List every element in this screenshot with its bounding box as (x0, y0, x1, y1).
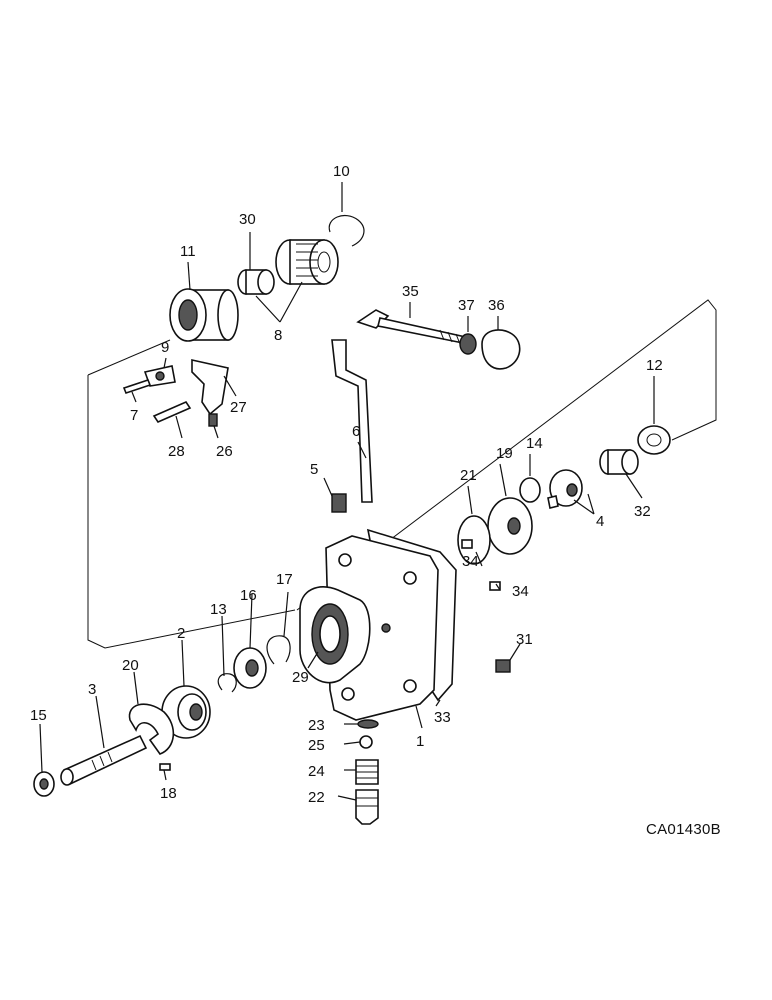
callout-23: 23 (308, 717, 325, 734)
callout-33: 33 (434, 709, 451, 726)
callout-2: 2 (177, 625, 185, 642)
callout-10: 10 (333, 163, 350, 180)
callout-28: 28 (168, 443, 185, 460)
callout-4: 4 (596, 513, 604, 530)
part-31-plug (495, 659, 511, 673)
part-16-bearing (233, 647, 267, 689)
callout-35: 35 (402, 283, 419, 300)
callout-1: 1 (416, 733, 424, 750)
part-23-ring (357, 719, 379, 729)
part-2-seal-carrier (161, 685, 211, 739)
callout-36: 36 (488, 297, 505, 314)
part-37-nut (459, 333, 477, 355)
part-14-pinion (519, 477, 541, 503)
callout-3: 3 (88, 681, 96, 698)
part-6-shift-lever (331, 339, 373, 503)
callout-13: 13 (210, 601, 227, 618)
callout-7: 7 (130, 407, 138, 424)
part-7-pin (122, 379, 152, 394)
leader-lines (39, 182, 655, 801)
callout-32: 32 (634, 503, 651, 520)
part-26-set-screw (208, 413, 218, 427)
part-25-ball (359, 735, 373, 749)
callout-8: 8 (274, 327, 282, 344)
diagram-reference-code: CA01430B (646, 821, 721, 838)
part-1-housing (299, 535, 439, 721)
callout-29: 29 (292, 669, 309, 686)
part-35-shift-rod (356, 309, 472, 345)
callout-16: 16 (240, 587, 257, 604)
callout-12: 12 (646, 357, 663, 374)
callout-19: 19 (496, 445, 513, 462)
callout-30: 30 (239, 211, 256, 228)
callout-14: 14 (526, 435, 543, 452)
part-13-snap-ring (217, 673, 237, 693)
callout-37: 37 (458, 297, 475, 314)
callout-11: 11 (180, 243, 196, 260)
callout-22: 22 (308, 789, 325, 806)
part-24-spring (355, 759, 379, 785)
callout-21: 21 (460, 467, 477, 484)
part-3-shaft (60, 734, 148, 786)
callout-17: 17 (276, 571, 293, 588)
part-18-pin (159, 763, 171, 771)
part-21-plate (457, 515, 491, 565)
callout-34-lower: 34 (512, 583, 529, 600)
part-9-shifter (143, 365, 176, 387)
callout-34-upper: 34 (462, 553, 479, 570)
part-32-bushing (599, 449, 639, 475)
callout-9: 9 (161, 339, 169, 356)
part-20-shim (128, 703, 175, 755)
part-10-snap-ring (328, 215, 365, 247)
callout-25: 25 (308, 737, 325, 754)
callout-15: 15 (30, 707, 47, 724)
callout-20: 20 (122, 657, 139, 674)
part-5-spring (331, 493, 347, 513)
callout-27: 27 (230, 399, 247, 416)
part-30-bushing (237, 269, 275, 295)
assembly-boundary-line (87, 299, 717, 649)
part-36-knob (481, 329, 521, 370)
part-19-washer (487, 497, 533, 555)
callout-labels: 10 30 8 11 9 7 27 28 26 35 37 36 6 5 12 … (30, 163, 721, 838)
part-27-fork (191, 359, 229, 416)
part-22-plug (355, 789, 379, 825)
part-34-dowel (461, 539, 501, 591)
part-11-coupler (169, 288, 239, 342)
callout-26: 26 (216, 443, 233, 460)
part-28-pin (152, 400, 192, 424)
part-12-gear (637, 425, 671, 455)
callout-31: 31 (516, 631, 533, 648)
callout-18: 18 (160, 785, 177, 802)
callout-5: 5 (310, 461, 318, 478)
callout-24: 24 (308, 763, 325, 780)
part-17-snap-ring (266, 635, 291, 665)
part-15-washer (33, 771, 55, 797)
part-8-gear (275, 239, 339, 285)
callout-6: 6 (352, 423, 360, 440)
part-4-gear (547, 469, 583, 509)
